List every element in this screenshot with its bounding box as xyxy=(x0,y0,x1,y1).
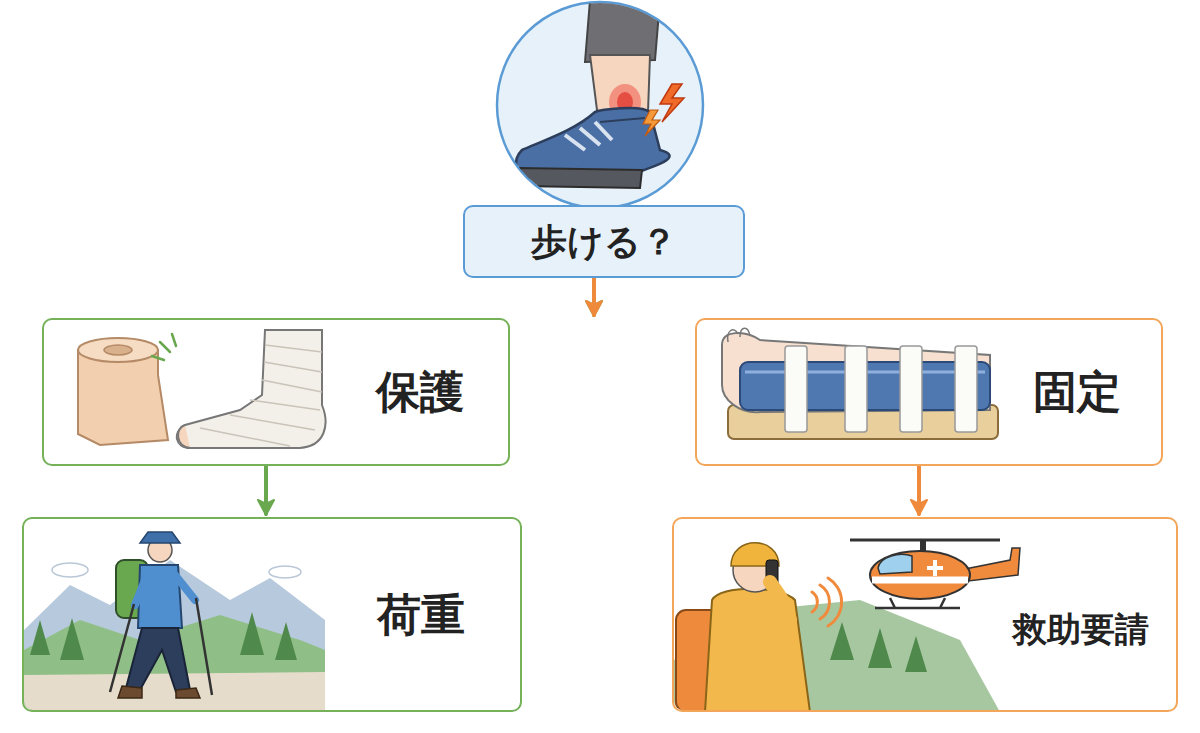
splint-illustration xyxy=(845,346,867,432)
rescue-illustration xyxy=(830,622,927,672)
rescue-illustration xyxy=(870,551,970,599)
flow-arrow xyxy=(264,466,268,514)
bandage-illustration xyxy=(177,330,326,448)
node-label: 荷重 xyxy=(377,590,465,638)
hiker-illustration xyxy=(110,598,212,695)
hiker-illustration xyxy=(140,532,180,543)
ankle-illustration xyxy=(660,84,684,122)
flow-arrow xyxy=(592,278,596,315)
ankle-illustration xyxy=(565,122,612,150)
rescue-illustration xyxy=(872,577,968,584)
rescue-illustration xyxy=(705,589,810,710)
action-box: 保護 xyxy=(42,318,510,466)
splint-illustration xyxy=(785,346,807,432)
splint-illustration xyxy=(728,328,750,342)
hiker-illustration xyxy=(126,628,190,692)
ankle-illustration xyxy=(600,118,645,122)
rescue-illustration xyxy=(674,540,1020,710)
hiker-illustration xyxy=(118,686,200,698)
rescue-illustration xyxy=(927,560,943,576)
node-label: 歩ける？ xyxy=(531,222,677,262)
bandage-illustration xyxy=(78,338,158,362)
node-label: 固定 xyxy=(1033,368,1121,416)
splint-illustration xyxy=(722,328,998,439)
node-label: 保護 xyxy=(376,368,464,416)
action-box: 固定 xyxy=(695,318,1163,466)
node-label: 救助要請 xyxy=(1013,611,1149,648)
splint-illustration xyxy=(955,346,977,432)
ankle-illustration xyxy=(518,168,642,188)
splint-illustration xyxy=(900,346,922,432)
outcome-box: 荷重 xyxy=(22,517,522,712)
bandage-illustration xyxy=(78,330,326,448)
ankle-illustration xyxy=(497,0,703,208)
rescue-illustration xyxy=(812,578,842,626)
flow-arrow xyxy=(917,466,921,514)
hiker-illustration xyxy=(269,566,301,578)
bandage-illustration xyxy=(78,375,168,445)
hiker-illustration xyxy=(135,575,195,605)
bandage-illustration xyxy=(200,345,322,446)
hiker-illustration xyxy=(24,532,325,710)
ankle-illustration xyxy=(585,0,660,62)
decision-box: 歩ける？ xyxy=(463,205,745,278)
bandage-illustration xyxy=(178,425,190,448)
rescue-illustration xyxy=(878,555,912,575)
ankle-illustration xyxy=(516,0,669,188)
flow-arrow xyxy=(592,278,596,315)
bandage-illustration xyxy=(152,334,176,360)
rescue-illustration xyxy=(875,598,960,608)
rescue-illustration xyxy=(770,582,790,620)
outcome-box: 救助要請 xyxy=(672,517,1178,712)
hiker-illustration xyxy=(24,560,325,710)
hiker-illustration xyxy=(52,563,88,577)
bandage-illustration xyxy=(104,345,132,355)
ankle-illustration xyxy=(643,110,660,136)
